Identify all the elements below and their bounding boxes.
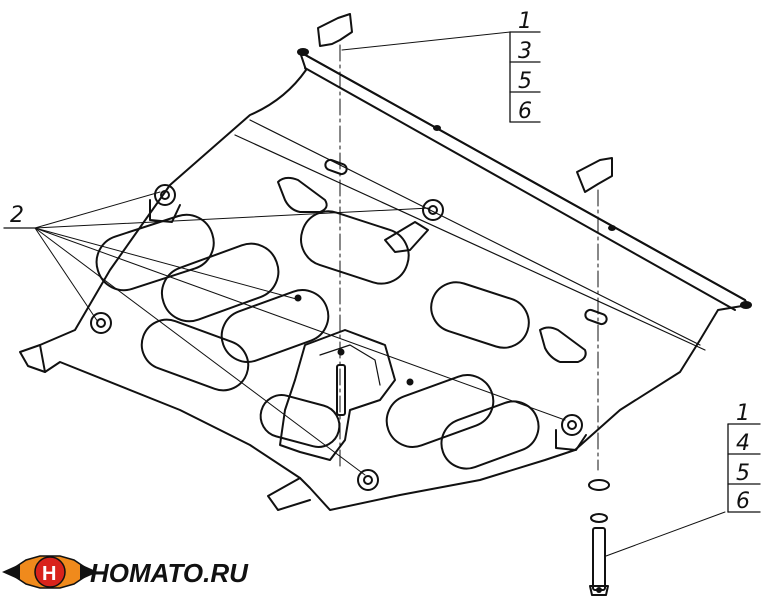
triangle-cutout (277, 176, 328, 213)
triangle-cutout (539, 326, 587, 363)
callout-bottom-2: 4 (736, 431, 750, 456)
washer (590, 513, 608, 523)
slot (440, 400, 540, 470)
top-bracket (317, 13, 353, 47)
callout-top-2: 3 (518, 39, 532, 64)
rivets (294, 48, 752, 593)
right-bracket (576, 157, 613, 193)
callout-top-4: 6 (518, 99, 532, 124)
center-baffle-inner (319, 344, 381, 386)
leader-line (34, 227, 366, 476)
fold-line-2 (234, 134, 706, 351)
leader-line (34, 227, 301, 301)
slot (160, 242, 280, 323)
top-rail (299, 51, 746, 301)
small-slot (584, 308, 608, 326)
nut-fastener (149, 184, 181, 223)
wrench-h-logo-icon: H (2, 555, 98, 589)
nut-fastener (90, 312, 112, 334)
leader-line (34, 191, 161, 229)
bolt-head (589, 585, 609, 596)
callout-bottom-1: 1 (736, 401, 750, 426)
slot (385, 374, 495, 448)
leader-line (605, 511, 726, 557)
svg-text:H: H (42, 563, 56, 585)
slot (220, 289, 330, 363)
stud (336, 364, 346, 416)
callout-bottom-3: 5 (736, 461, 750, 486)
leader-line (34, 227, 99, 323)
callout-bottom-4: 6 (736, 489, 750, 514)
slot (300, 210, 410, 285)
logo-text[interactable]: HOMATO.RU (90, 558, 249, 588)
callout-top-1: 1 (518, 9, 532, 34)
slot (140, 318, 250, 392)
slot (95, 213, 215, 292)
triangle-cutout (384, 221, 429, 253)
leader-line (34, 207, 431, 229)
top-rail-lower (304, 67, 736, 311)
fold-line (249, 119, 701, 346)
leader-line (341, 31, 511, 51)
washer (588, 479, 610, 491)
callout-left: 2 (10, 203, 24, 228)
small-slot (324, 158, 348, 176)
center-baffle (279, 329, 396, 461)
leader-line (34, 227, 566, 421)
bottom-tab (267, 477, 311, 511)
bolt-shank (592, 527, 606, 591)
nut-fastener (357, 469, 379, 491)
left-tab (19, 344, 46, 373)
slot (430, 281, 530, 349)
slot (259, 394, 341, 448)
nut-fastener (422, 199, 444, 221)
nut-fastener (555, 414, 587, 451)
callout-top-3: 5 (518, 69, 532, 94)
